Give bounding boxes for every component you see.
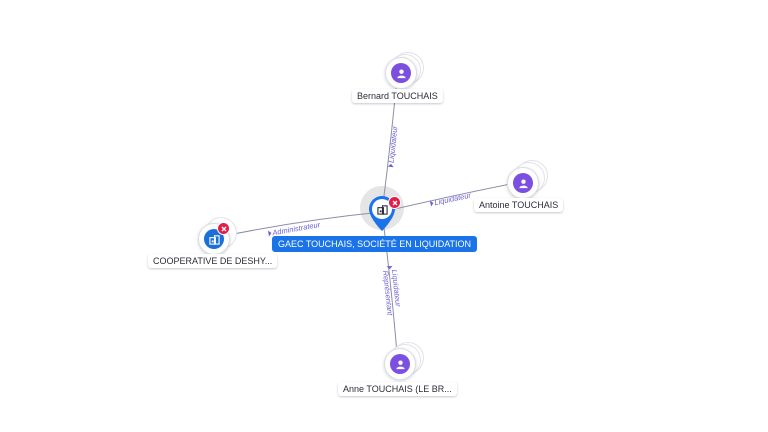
node-anne[interactable] [383,342,427,382]
person-icon [390,354,410,374]
node-cooperative-label[interactable]: COOPERATIVE DE DESHY... [148,254,278,268]
person-icon [513,173,533,193]
anne-disc [384,348,416,380]
edge-antoine-arrow [429,200,434,207]
center-close-badge[interactable] [388,196,401,209]
close-icon [392,200,397,205]
edge-cooperative-arrow [267,230,272,237]
node-bernard-label[interactable]: Bernard TOUCHAIS [352,89,443,103]
edge-antoine [381,181,521,213]
node-anne-label[interactable]: Anne TOUCHAIS (LE BR... [338,382,457,396]
node-bernard[interactable] [384,52,428,92]
edge-anne-arrow [386,265,393,270]
cooperative-close-badge[interactable] [217,222,230,235]
center-node[interactable] [360,186,404,238]
edge-bernard-arrow [387,163,394,168]
edge-anne-label-1: Liquidateur [390,269,403,307]
node-antoine[interactable] [506,160,550,200]
close-icon [221,226,226,231]
edge-antoine-label: Liquidateur [433,191,472,208]
bernard-disc [385,57,417,89]
node-cooperative[interactable] [197,217,241,257]
node-antoine-label[interactable]: Antoine TOUCHAIS [474,198,564,212]
building-icon [204,229,224,249]
edge-bernard-label: Liquidateur [387,125,400,163]
building-icon [376,204,388,215]
antoine-disc [507,167,539,199]
center-node-label[interactable]: GAEC TOUCHAIS, SOCIÉTÉ EN LIQUIDATION [272,236,478,252]
person-icon [391,63,411,83]
